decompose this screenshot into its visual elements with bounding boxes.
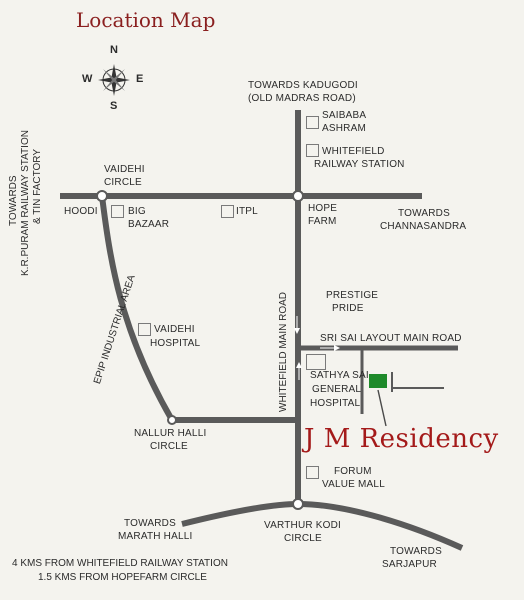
label-saibaba: SAIBABA [322, 110, 367, 121]
label-big: BIG [128, 206, 146, 217]
label-vaidehi-hospital-1: VAIDEHI [154, 324, 195, 335]
compass-n: N [110, 44, 118, 56]
label-marath-halli: MARATH HALLI [118, 531, 193, 542]
label-sarjapur: SARJAPUR [382, 559, 437, 570]
circle-vaidehi [96, 190, 108, 202]
label-varthur-circle: CIRCLE [284, 533, 322, 544]
arrow-up-marker [296, 362, 302, 368]
label-vaidehi-circle: CIRCLE [104, 177, 142, 188]
compass-icon: N S W E [82, 44, 144, 112]
label-ashram: ASHRAM [322, 123, 366, 134]
circle-hopefarm [292, 190, 304, 202]
arrow-down-marker [294, 328, 300, 334]
circle-nallur [167, 415, 177, 425]
label-channasandra: CHANNASANDRA [380, 221, 467, 232]
label-towards-channasandra: TOWARDS [398, 208, 450, 219]
note-distance-hopefarm: 1.5 KMS FROM HOPEFARM CIRCLE [38, 572, 207, 583]
label-nallur-halli: NALLUR HALLI [134, 428, 207, 439]
site-pointer [377, 389, 387, 427]
compass-e: E [136, 73, 144, 85]
circle-varthur [292, 498, 304, 510]
label-forum: FORUM [334, 466, 372, 477]
label-sri-sai-layout: SRI SAI LAYOUT MAIN ROAD [320, 333, 462, 344]
label-railway-station: RAILWAY STATION [314, 159, 405, 170]
label-kr-puram-3: & TIN FACTORY [32, 148, 43, 224]
landmark-vaidehi-hospital [138, 323, 151, 336]
label-hope: HOPE [308, 203, 338, 214]
label-towards-sarjapur: TOWARDS [390, 546, 442, 557]
label-value-mall: VALUE MALL [322, 479, 385, 490]
site-marker [369, 374, 387, 388]
label-bazaar: BAZAAR [128, 219, 170, 230]
map-title: Location Map [76, 8, 216, 32]
label-old-madras-road: (OLD MADRAS ROAD) [248, 93, 356, 104]
label-towards-marath: TOWARDS [124, 518, 176, 529]
landmark-whitefield-rs [306, 144, 319, 157]
label-kr-puram-1: TOWARDS [8, 175, 19, 226]
label-whitefield-main-road: WHITEFIELD MAIN ROAD [278, 291, 289, 412]
label-kr-puram-2: K.R.PURAM RAILWAY STATION [20, 130, 31, 276]
label-vaidehi-hospital-2: HOSPITAL [150, 338, 201, 349]
label-nallur-circle: CIRCLE [150, 441, 188, 452]
label-hospital: HOSPITAL [310, 398, 361, 409]
landmark-saibaba [306, 116, 319, 129]
label-whitefield: WHITEFIELD [322, 146, 385, 157]
road-epip [99, 195, 175, 422]
landmark-sathya-sai [306, 354, 326, 370]
label-farm: FARM [308, 216, 337, 227]
label-hoodi: HOODI [64, 206, 98, 217]
label-general: GENERAL [312, 384, 362, 395]
landmark-forum [306, 466, 319, 479]
label-prestige: PRESTIGE [326, 290, 379, 301]
compass-w: W [82, 73, 93, 85]
arrow-right-marker [334, 345, 340, 351]
landmark-itpl [221, 205, 234, 218]
label-towards-kadugodi: TOWARDS KADUGODI [248, 80, 358, 91]
label-varthur-kodi: VARTHUR KODI [264, 520, 342, 531]
landmark-big-bazaar [111, 205, 124, 218]
label-sathya-sai: SATHYA SAI [310, 370, 369, 381]
label-vaidehi: VAIDEHI [104, 164, 145, 175]
note-distance-railway: 4 KMS FROM WHITEFIELD RAILWAY STATION [12, 558, 228, 569]
label-itpl: ITPL [236, 206, 258, 217]
label-pride: PRIDE [332, 303, 364, 314]
brand-title: J M Residency [304, 424, 499, 454]
compass-s: S [110, 100, 118, 112]
